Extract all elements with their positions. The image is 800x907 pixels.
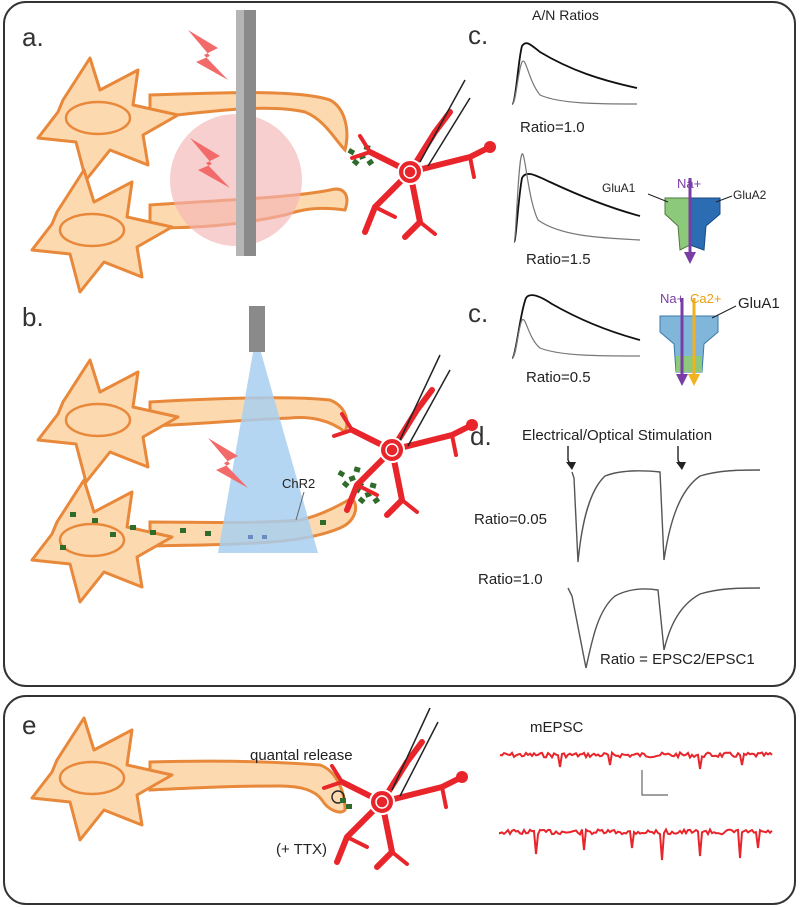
an-trace-ratio-0-5 (511, 294, 641, 359)
glua1-label: GluA1 (602, 181, 636, 195)
ttx-label: (+ TTX) (276, 841, 327, 858)
ppr-ratio-top: Ratio=0.05 (474, 511, 547, 528)
ca-ion-label: Ca2+ (690, 291, 721, 306)
an-trace-ratio-1 (511, 42, 638, 105)
optical-fiber (249, 306, 265, 352)
neuron-a-bottom (30, 168, 174, 294)
recording-pipette-e (391, 707, 439, 797)
ppr-formula: Ratio = EPSC2/EPSC1 (600, 651, 755, 668)
glua1-homomer-receptor (659, 298, 719, 386)
panel-letter-b: b. (22, 302, 44, 332)
chr2-label: ChR2 (282, 476, 315, 491)
mepsc-trace-2 (499, 827, 773, 861)
bottom-panel-frame (3, 695, 796, 905)
recording-pipette-a (419, 79, 471, 167)
mepsc-traces (499, 750, 773, 861)
blue-light-cone (218, 335, 318, 553)
neuron-a-top (36, 56, 180, 182)
ppr-trace-top (571, 469, 761, 563)
neuron-b-bottom (30, 478, 174, 604)
panel-letter-c-top: c. (468, 20, 488, 50)
glua2-label: GluA2 (733, 188, 767, 202)
ratio-label-c2: Ratio=1.5 (526, 251, 591, 268)
panel-letter-c-bottom: c. (468, 298, 488, 328)
light-bolt-icon (188, 30, 228, 80)
stim-label: Electrical/Optical Stimulation (522, 427, 712, 444)
chr2-vesicles (60, 512, 326, 550)
recording-pipette-b (399, 354, 451, 447)
postsynaptic-neuron-b (334, 390, 478, 515)
scale-bar (641, 770, 668, 796)
na-ion-label-2: Na+ (660, 291, 684, 306)
panel-c-title: A/N Ratios (532, 7, 599, 23)
mepsc-label: mEPSC (530, 719, 584, 736)
quantal-release-label: quantal release (250, 747, 353, 764)
neuron-e (30, 716, 174, 842)
ratio-label-c1: Ratio=1.0 (520, 119, 585, 136)
ppr-trace-bottom (567, 587, 761, 669)
glua1-label-2: GluA1 (738, 295, 780, 312)
top-panel-frame (3, 1, 796, 687)
panel-e-neuron (30, 716, 347, 842)
na-ion-label: Na+ (677, 176, 701, 191)
an-trace-ratio-1-5 (513, 153, 641, 243)
ppr-ratio-bottom: Ratio=1.0 (478, 571, 543, 588)
ratio-label-c3: Ratio=0.5 (526, 369, 591, 386)
panel-letter-d: d. (470, 421, 492, 451)
glua1-glua2-receptor (664, 178, 721, 264)
neuron-b-top (36, 358, 180, 484)
stim-arrows (566, 446, 686, 470)
panel-letter-e: e (22, 710, 36, 740)
panel-letter-a: a. (22, 22, 44, 52)
mepsc-trace-1 (499, 750, 773, 770)
postsynaptic-neuron-a (352, 112, 496, 237)
